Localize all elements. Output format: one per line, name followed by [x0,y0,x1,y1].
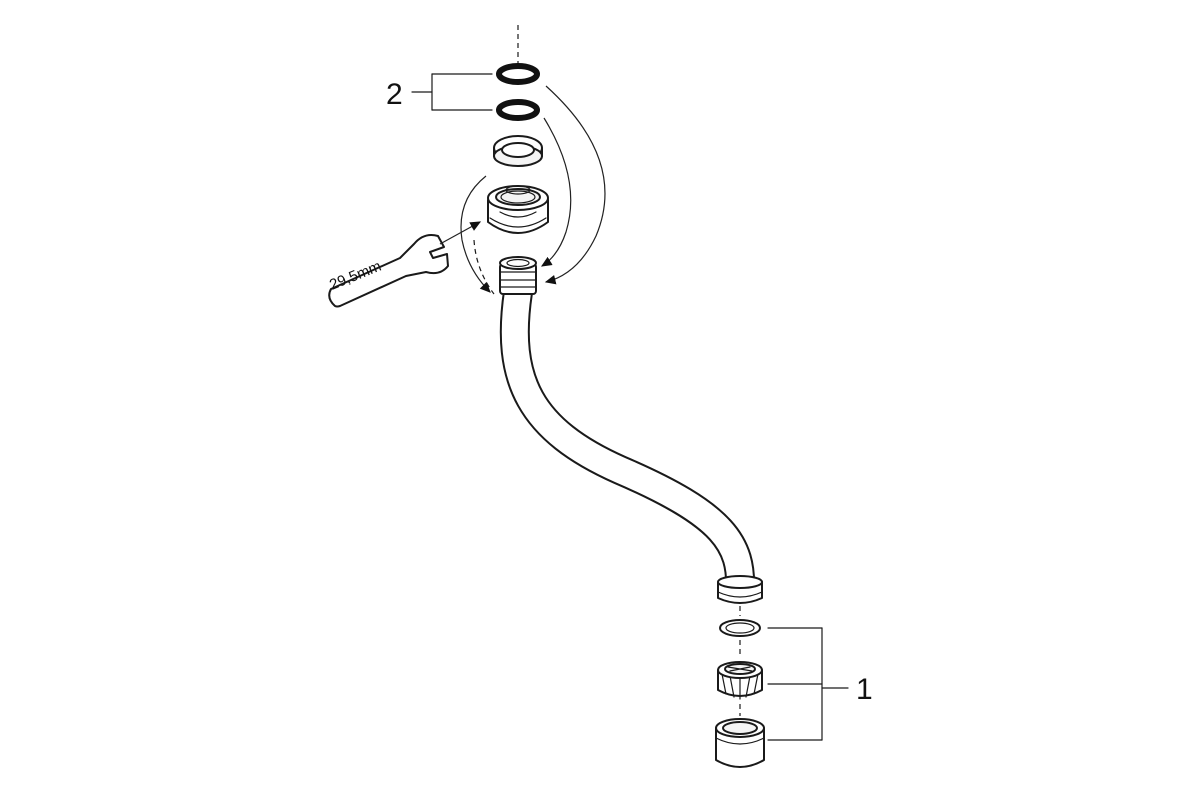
wrench-icon [328,234,449,308]
assembly-arrow-nut [460,175,491,293]
spout-pipe [499,289,756,591]
aerator-insert [717,661,763,700]
spout-outlet [717,575,763,604]
assembly-arrow-ring-outer [544,85,606,285]
callout-1-label: 1 [856,673,873,706]
assembly-arrow-ring-inner [540,117,572,267]
wrench-arrow [439,221,482,245]
callout-1-bracket [767,627,849,741]
aerator-housing [715,718,765,768]
callout-2-bracket [411,73,493,111]
o-ring-bottom [496,99,540,121]
split-ring [493,135,543,167]
callout-2-label: 2 [386,78,403,111]
o-ring-top [496,63,540,85]
spout-connector [499,256,537,295]
assembly-arrow-nut-dashed [473,239,495,295]
union-nut [487,185,549,234]
washer [719,619,761,637]
